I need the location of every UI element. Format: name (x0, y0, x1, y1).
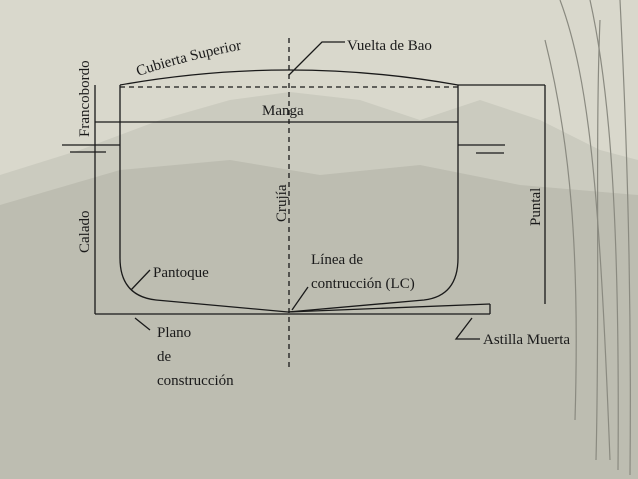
astilla-muerta-label: Astilla Muerta (483, 332, 570, 348)
willow-branches (544, 0, 631, 476)
crujia-label: Crujía (274, 184, 290, 222)
astilla-muerta-leader (454, 317, 480, 340)
pantoque-label: Pantoque (153, 265, 209, 281)
vuelta-de-bao-leader (288, 41, 345, 76)
near-mountain (0, 160, 638, 479)
astilla-muerta-line (287, 303, 491, 313)
francobordo-label: Francobordo (77, 60, 93, 137)
manga-label: Manga (262, 103, 304, 119)
construccion-label: construcción (157, 373, 234, 389)
cubierta-superior-line (119, 69, 459, 86)
de-label: de (157, 349, 172, 365)
hull-structure (62, 38, 546, 368)
lc-leader (291, 286, 309, 311)
pantoque-leader (130, 269, 151, 291)
vuelta-de-bao-label: Vuelta de Bao (347, 38, 432, 54)
plano-leader (134, 317, 151, 331)
puntal-label: Puntal (528, 188, 544, 226)
contruccion-lc-label: contrucción (LC) (311, 276, 415, 292)
linea-de-label: Línea de (311, 252, 363, 268)
plano-label: Plano (157, 325, 191, 341)
calado-label: Calado (77, 211, 93, 254)
